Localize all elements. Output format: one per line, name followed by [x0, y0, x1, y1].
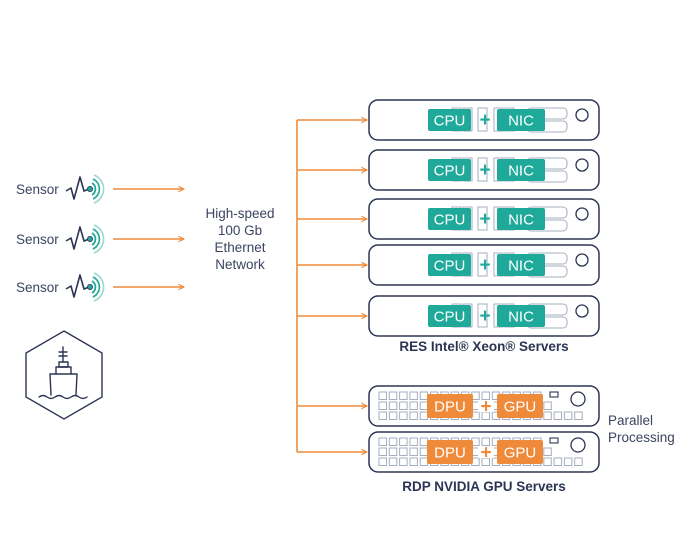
sensor-group: Sensor Sensor Sensor	[16, 174, 184, 302]
power-button-icon	[575, 253, 589, 267]
rdp-server-unit: DPU + GPU	[368, 431, 600, 473]
power-button-icon	[570, 391, 586, 407]
cpu-chip	[428, 208, 471, 230]
hexagon-frame	[25, 330, 103, 420]
plus-icon: +	[479, 306, 490, 327]
cpu-chip	[428, 109, 471, 131]
nic-chip-label: NIC	[508, 309, 534, 326]
power-button-icon	[575, 304, 589, 318]
sensor-1: Sensor	[16, 174, 184, 204]
nic-chip	[497, 109, 545, 131]
dpu-chip-label: DPU	[434, 399, 466, 416]
rdp-server-unit: DPU + GPU	[368, 385, 600, 427]
sensor-label: Sensor	[16, 182, 59, 197]
res-server-unit: CPU + NIC	[368, 198, 600, 240]
power-button-icon	[570, 437, 586, 453]
cpu-chip-label: CPU	[434, 212, 466, 229]
nic-chip-label: NIC	[508, 163, 534, 180]
nic-chip-label: NIC	[508, 113, 534, 130]
parallel-processing-label-1: Parallel	[608, 413, 653, 428]
nic-chip	[497, 305, 545, 327]
cpu-chip-label: CPU	[434, 163, 466, 180]
sensor-3: Sensor	[16, 272, 184, 302]
gpu-chip	[497, 440, 543, 464]
network-line-4: Network	[215, 257, 265, 272]
network-bus	[296, 120, 367, 452]
res-server-rack: CPU + NIC CPU + NIC CPU + NIC CPU + NIC CPU + NIC	[368, 99, 600, 337]
dpu-chip	[427, 394, 473, 418]
nic-chip-label: NIC	[508, 212, 534, 229]
res-server-unit: CPU + NIC	[368, 295, 600, 337]
cpu-chip	[428, 159, 471, 181]
cpu-chip-label: CPU	[434, 258, 466, 275]
sensor-signal-icon	[65, 224, 105, 254]
plus-icon: +	[479, 110, 490, 131]
sensor-label: Sensor	[16, 280, 59, 295]
res-server-unit: CPU + NIC	[368, 149, 600, 191]
res-server-unit: CPU + NIC	[368, 244, 600, 286]
nic-chip	[497, 254, 545, 276]
sensor-signal-icon	[65, 174, 105, 204]
plus-icon: +	[479, 255, 490, 276]
gpu-chip-label: GPU	[504, 399, 537, 416]
cpu-chip-label: CPU	[434, 309, 466, 326]
plus-icon: +	[480, 443, 491, 464]
ship-icon	[25, 330, 103, 420]
network-line-3: Ethernet	[214, 240, 265, 255]
plus-icon: +	[479, 209, 490, 230]
res-server-unit: CPU + NIC	[368, 99, 600, 141]
indicator-light	[549, 437, 559, 444]
plus-icon: +	[480, 397, 491, 418]
network-line-2: 100 Gb	[218, 223, 262, 238]
plus-icon: +	[479, 160, 490, 181]
cpu-chip-label: CPU	[434, 113, 466, 130]
gpu-chip-label: GPU	[504, 445, 537, 462]
network-label: High-speed 100 Gb Ethernet Network	[205, 206, 274, 272]
power-button-icon	[575, 207, 589, 221]
gpu-chip	[497, 394, 543, 418]
network-line-1: High-speed	[205, 206, 274, 221]
nic-chip	[497, 159, 545, 181]
sensor-label: Sensor	[16, 232, 59, 247]
indicator-light	[549, 391, 559, 398]
parallel-processing-label-2: Processing	[608, 430, 675, 445]
sensor-2: Sensor	[16, 224, 184, 254]
nic-chip-label: NIC	[508, 258, 534, 275]
nic-chip	[497, 208, 545, 230]
rdp-server-rack: DPU + GPU DPU + GPU	[368, 385, 600, 473]
res-servers-title: RES Intel® Xeon® Servers	[399, 339, 568, 354]
power-button-icon	[575, 108, 589, 122]
cpu-chip	[428, 305, 471, 327]
dpu-chip-label: DPU	[434, 445, 466, 462]
dpu-chip	[427, 440, 473, 464]
cpu-chip	[428, 254, 471, 276]
sensor-signal-icon	[65, 272, 105, 302]
power-button-icon	[575, 158, 589, 172]
rdp-servers-title: RDP NVIDIA GPU Servers	[402, 479, 566, 494]
